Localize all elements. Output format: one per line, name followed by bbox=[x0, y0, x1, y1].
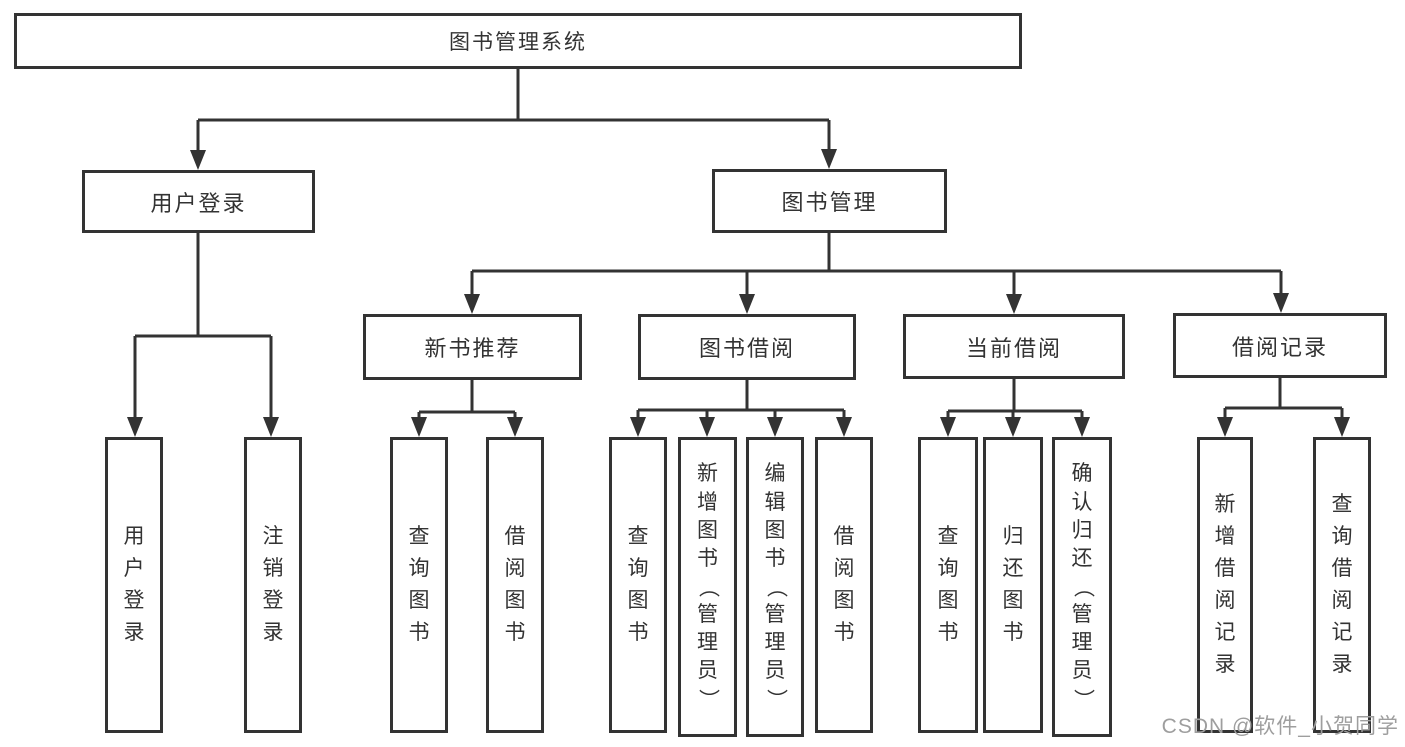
arrowhead-icon bbox=[1217, 417, 1233, 437]
leaf-query-books-recommend: 查询图书 bbox=[390, 437, 448, 733]
node-label: 确认归还（管理员） bbox=[1071, 462, 1095, 711]
leaf-add-borrow-record: 新增借阅记录 bbox=[1197, 437, 1253, 733]
leaf-query-books-borrowing: 查询图书 bbox=[609, 437, 667, 733]
node-book-borrowing: 图书借阅 bbox=[638, 314, 856, 380]
node-label: 归还图书 bbox=[1002, 524, 1024, 645]
node-label: 图书借阅 bbox=[698, 336, 795, 361]
node-label: 当前借阅 bbox=[965, 335, 1062, 361]
node-label: 新增借阅记录 bbox=[1214, 492, 1236, 677]
node-label: 编辑图书（管理员） bbox=[764, 462, 788, 711]
arrowhead-icon bbox=[507, 417, 523, 437]
node-label: 注销登录 bbox=[262, 524, 284, 645]
leaf-query-borrow-record: 查询借阅记录 bbox=[1313, 437, 1371, 733]
arrowhead-icon bbox=[940, 417, 956, 437]
node-borrowing-records: 借阅记录 bbox=[1173, 313, 1387, 378]
arrowhead-icon bbox=[739, 294, 755, 314]
node-label: 图书管理 bbox=[781, 190, 878, 215]
arrowhead-icon bbox=[630, 417, 646, 437]
arrowhead-icon bbox=[699, 417, 715, 437]
arrowhead-icon bbox=[1006, 294, 1022, 314]
arrowhead-icon bbox=[821, 149, 837, 169]
node-label: 新增图书（管理员） bbox=[696, 462, 720, 711]
leaf-edit-books-admin: 编辑图书（管理员） bbox=[746, 437, 804, 737]
watermark: CSDN @软件_小贺同学 bbox=[1161, 715, 1399, 738]
node-current-borrowing: 当前借阅 bbox=[903, 314, 1125, 379]
node-book-management: 图书管理 bbox=[712, 169, 947, 233]
arrowhead-icon bbox=[1334, 417, 1350, 437]
leaf-borrow-books-borrowing: 借阅图书 bbox=[815, 437, 873, 733]
arrowhead-icon bbox=[836, 417, 852, 437]
node-user-login: 用户登录 bbox=[82, 170, 315, 233]
leaf-confirm-return-admin: 确认归还（管理员） bbox=[1052, 437, 1112, 737]
leaf-logout: 注销登录 bbox=[244, 437, 302, 733]
leaf-query-books-current: 查询图书 bbox=[918, 437, 978, 733]
node-label: 用户登录 bbox=[123, 524, 145, 645]
node-label: 图书管理系统 bbox=[449, 31, 587, 54]
node-label: 借阅图书 bbox=[504, 524, 526, 645]
arrowhead-icon bbox=[1005, 417, 1021, 437]
node-label: 新书推荐 bbox=[424, 336, 521, 361]
node-label: 用户登录 bbox=[150, 190, 247, 216]
arrowhead-icon bbox=[263, 417, 279, 437]
arrowhead-icon bbox=[464, 294, 480, 314]
leaf-user-login: 用户登录 bbox=[105, 437, 163, 733]
arrowhead-icon bbox=[127, 417, 143, 437]
node-label: 查询图书 bbox=[408, 524, 430, 645]
leaf-borrow-books-recommend: 借阅图书 bbox=[486, 437, 544, 733]
node-label: 查询图书 bbox=[937, 524, 959, 645]
leaf-return-books: 归还图书 bbox=[983, 437, 1043, 733]
node-label: 借阅记录 bbox=[1231, 334, 1328, 360]
arrowhead-icon bbox=[411, 417, 427, 437]
arrowhead-icon bbox=[767, 417, 783, 437]
arrowhead-icon bbox=[1273, 293, 1289, 313]
arrowhead-icon bbox=[1074, 417, 1090, 437]
node-new-book-recommend: 新书推荐 bbox=[363, 314, 582, 380]
node-label: 查询图书 bbox=[627, 524, 649, 645]
node-label: 查询借阅记录 bbox=[1331, 492, 1353, 677]
leaf-add-books-admin: 新增图书（管理员） bbox=[678, 437, 737, 737]
node-library-management-system: 图书管理系统 bbox=[14, 13, 1022, 69]
arrowhead-icon bbox=[190, 150, 206, 170]
node-label: 借阅图书 bbox=[833, 524, 855, 645]
connector-lines bbox=[133, 69, 1344, 420]
